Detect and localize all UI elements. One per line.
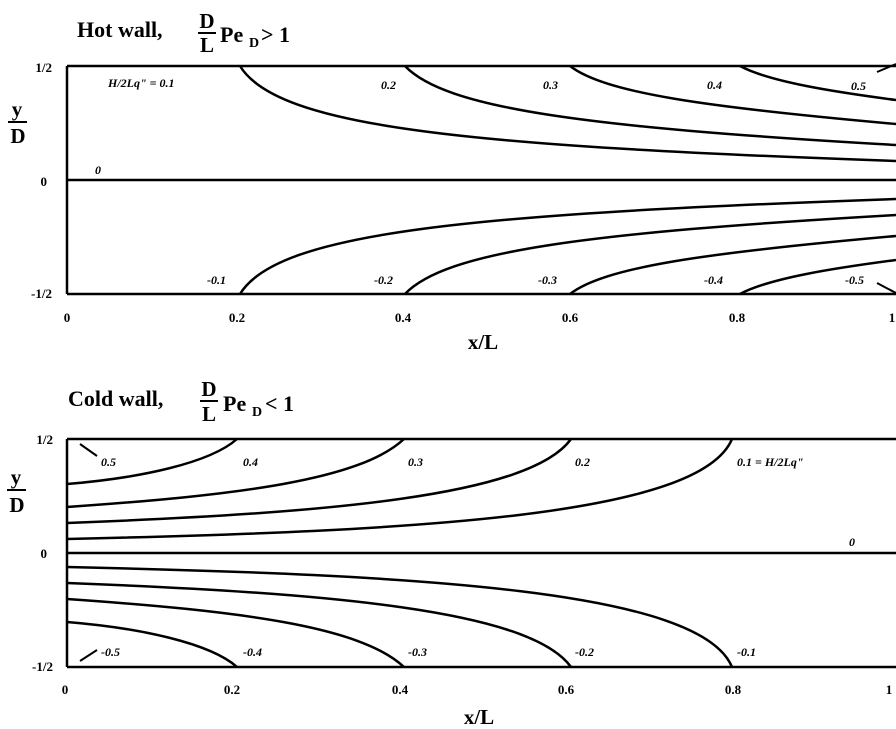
cold-wall-xtick-0.8: 0.8 xyxy=(725,682,742,697)
hot-wall-panel: Hot wall, D L Pe D > 1 y D 1/2 0 -1/2 xyxy=(8,9,896,354)
cold-wall-xtick-0.6: 0.6 xyxy=(558,682,575,697)
hot-wall-contour-neg0.3 xyxy=(569,234,896,295)
hot-wall-label-neg0.2: -0.2 xyxy=(374,273,393,287)
cold-wall-title-frac-num: D xyxy=(201,377,216,401)
cold-wall-ylabel-den: D xyxy=(9,493,24,517)
cold-wall-contour-0.1 xyxy=(66,438,734,541)
hot-wall-title-pe: Pe xyxy=(220,22,243,47)
hot-wall-title-frac-den: L xyxy=(200,33,214,57)
hot-wall-ytick-top: 1/2 xyxy=(35,60,52,75)
cold-wall-label-neg0.5: -0.5 xyxy=(101,645,120,659)
hot-wall-label-0.3: 0.3 xyxy=(543,78,558,92)
cold-wall-label-0.1: 0.1 = H/2Lq" xyxy=(737,455,804,469)
hot-wall-label-0.5: 0.5 xyxy=(851,79,866,93)
cold-wall-title-frac-den: L xyxy=(202,402,216,426)
hot-wall-ylabel-num: y xyxy=(12,97,23,121)
hot-wall-contour-neg0.2 xyxy=(404,213,896,295)
cold-wall-xtick-0.2: 0.2 xyxy=(224,682,240,697)
hot-wall-label-0.4: 0.4 xyxy=(707,78,722,92)
hot-wall-ytick-bottom: -1/2 xyxy=(31,286,52,301)
cold-wall-label-0.2: 0.2 xyxy=(575,455,590,469)
hot-wall-contour-0.2 xyxy=(404,65,896,147)
hot-wall-contour-0.1 xyxy=(238,65,896,163)
hot-wall-ylabel-den: D xyxy=(10,124,25,148)
cold-wall-contour-neg0.4 xyxy=(66,620,238,668)
cold-wall-label-0.5: 0.5 xyxy=(101,455,116,469)
hot-wall-title-pe-sub: D xyxy=(249,36,259,51)
hot-wall-label-neg0.3: -0.3 xyxy=(538,273,557,287)
cold-wall-xtick-1: 1 xyxy=(886,682,893,697)
cold-wall-title-lead: Cold wall, xyxy=(68,386,163,411)
cold-wall-contour-neg0.5 xyxy=(79,649,98,662)
hot-wall-contour-0.4 xyxy=(739,64,896,102)
hot-wall-contour-0.3 xyxy=(569,65,896,126)
cold-wall-label-neg0.2: -0.2 xyxy=(575,645,594,659)
cold-wall-contour-0.3 xyxy=(66,438,405,509)
cold-wall-title-relation: < 1 xyxy=(265,391,294,416)
cold-wall-ytick-mid: 0 xyxy=(41,546,48,561)
cold-wall-contour-0.4 xyxy=(66,438,238,486)
cold-wall-panel: Cold wall, D L Pe D < 1 y D 1/2 0 -1/2 xyxy=(7,377,896,729)
cold-wall-xlabel: x/L xyxy=(464,705,494,729)
cold-wall-contour-neg0.2 xyxy=(66,581,573,668)
cold-wall-ylabel-num: y xyxy=(11,465,22,489)
hot-wall-title-lead: Hot wall, xyxy=(77,17,163,42)
hot-wall-label-neg0.5: -0.5 xyxy=(845,273,864,287)
cold-wall-title-pe-sub: D xyxy=(252,405,262,420)
hot-wall-xlabel: x/L xyxy=(468,330,498,354)
hot-wall-xtick-0: 0 xyxy=(64,310,71,325)
cold-wall-ytick-bottom: -1/2 xyxy=(32,659,53,674)
hot-wall-contour-0.5 xyxy=(876,63,896,73)
cold-wall-label-0: 0 xyxy=(849,535,855,549)
cold-wall-title-pe: Pe xyxy=(223,391,246,416)
hot-wall-label-0.1: H/2Lq" = 0.1 xyxy=(107,76,175,90)
hot-wall-label-0.2: 0.2 xyxy=(381,78,396,92)
cold-wall-contour-neg0.3 xyxy=(66,597,405,668)
cold-wall-label-neg0.3: -0.3 xyxy=(408,645,427,659)
cold-wall-xtick-0: 0 xyxy=(62,682,69,697)
hot-wall-xtick-0.8: 0.8 xyxy=(729,310,746,325)
hot-wall-xtick-1: 1 xyxy=(889,310,896,325)
cold-wall-label-neg0.4: -0.4 xyxy=(243,645,262,659)
hot-wall-xtick-0.6: 0.6 xyxy=(562,310,579,325)
hot-wall-label-neg0.1: -0.1 xyxy=(207,273,226,287)
hot-wall-title-relation: > 1 xyxy=(261,22,290,47)
cold-wall-ytick-top: 1/2 xyxy=(36,432,53,447)
cold-wall-contour-0.5 xyxy=(79,443,98,457)
hot-wall-contour-neg0.5 xyxy=(876,282,896,294)
hot-wall-ytick-mid: 0 xyxy=(41,174,48,189)
cold-wall-contour-neg0.1 xyxy=(66,565,734,668)
hot-wall-xtick-0.4: 0.4 xyxy=(395,310,412,325)
hot-wall-contour-neg0.4 xyxy=(739,258,896,296)
cold-wall-label-0.4: 0.4 xyxy=(243,455,258,469)
cold-wall-label-0.3: 0.3 xyxy=(408,455,423,469)
cold-wall-xtick-0.4: 0.4 xyxy=(392,682,409,697)
hot-wall-label-0: 0 xyxy=(95,163,101,177)
cold-wall-contour-0.2 xyxy=(66,438,573,525)
cold-wall-label-neg0.1: -0.1 xyxy=(737,645,756,659)
hot-wall-contour-neg0.1 xyxy=(238,197,896,295)
hot-wall-xtick-0.2: 0.2 xyxy=(229,310,245,325)
hot-wall-label-neg0.4: -0.4 xyxy=(704,273,723,287)
hot-wall-title-frac-num: D xyxy=(199,9,214,33)
